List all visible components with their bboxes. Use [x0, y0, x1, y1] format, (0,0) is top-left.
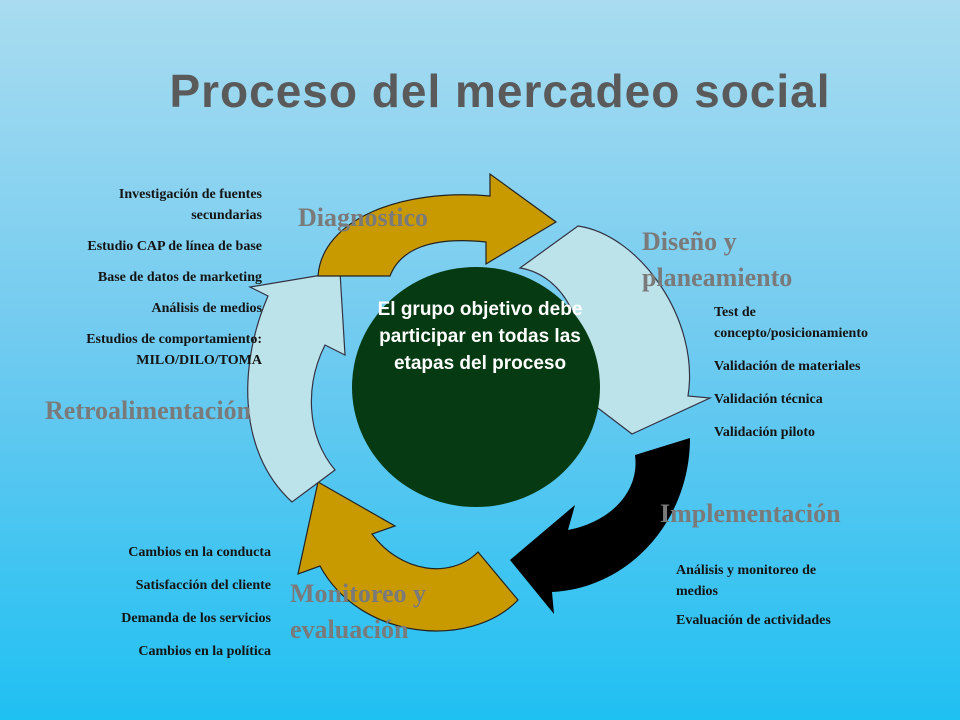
list-diagnostico: Investigación de fuentes secundarias Est…: [20, 184, 262, 371]
list-item: Test de: [714, 305, 756, 320]
list-item: secundarias: [191, 208, 262, 223]
list-diseno: Test de concepto/posicionamiento Validac…: [714, 302, 954, 443]
list-item: Validación de materiales: [714, 359, 861, 374]
list-item: Base de datos de marketing: [97, 270, 262, 285]
stage-monitoreo: Monitoreo y evaluación: [290, 576, 426, 648]
center-circle: [352, 267, 600, 507]
stage-diseno: Diseño y planeamiento: [642, 224, 792, 296]
slide-title: Proceso del mercadeo social: [169, 65, 831, 117]
list-item: Estudio CAP de línea de base: [87, 239, 262, 254]
arrow-implementacion: [510, 438, 690, 614]
list-monitoreo: Cambios en la conducta Satisfacción del …: [40, 542, 271, 662]
list-item: Estudios de comportamiento:: [86, 332, 262, 347]
list-item: Cambios en la conducta: [128, 545, 271, 560]
list-item: Análisis y monitoreo de: [676, 563, 817, 578]
stage-implementacion: Implementación: [660, 499, 841, 528]
list-item: Cambios en la política: [138, 644, 271, 659]
stage-diseno-line-2: planeamiento: [642, 263, 793, 292]
stage-retroalimentacion: Retroalimentación: [45, 396, 252, 425]
list-item: Investigación de fuentes: [118, 187, 262, 202]
arrow-monitoreo: [297, 481, 519, 632]
list-item: Validación técnica: [714, 392, 823, 407]
list-item: Evaluación de actividades: [676, 613, 831, 628]
center-text: El grupo objetivo debe participar en tod…: [377, 299, 583, 374]
stage-diagnostico: Diagnostico: [298, 203, 428, 232]
list-item: concepto/posicionamiento: [714, 326, 868, 341]
stage-monitoreo-line-2: evaluación: [290, 615, 409, 644]
list-item: Análisis de medios: [151, 301, 262, 316]
stage-monitoreo-line-1: Monitoreo y: [290, 579, 426, 608]
list-item: medios: [676, 584, 718, 599]
list-implementacion: Análisis y monitoreo de medios Evaluació…: [676, 560, 926, 631]
list-item: MILO/DILO/TOMA: [136, 353, 262, 368]
list-item: Demanda de los servicios: [121, 611, 271, 626]
stage-diseno-line-1: Diseño y: [642, 227, 737, 256]
arrow-retroalimentacion: [247, 271, 346, 503]
list-item: Satisfacción del cliente: [135, 578, 271, 593]
list-item: Validación piloto: [714, 425, 816, 440]
arrow-diagnostico: [317, 172, 558, 277]
